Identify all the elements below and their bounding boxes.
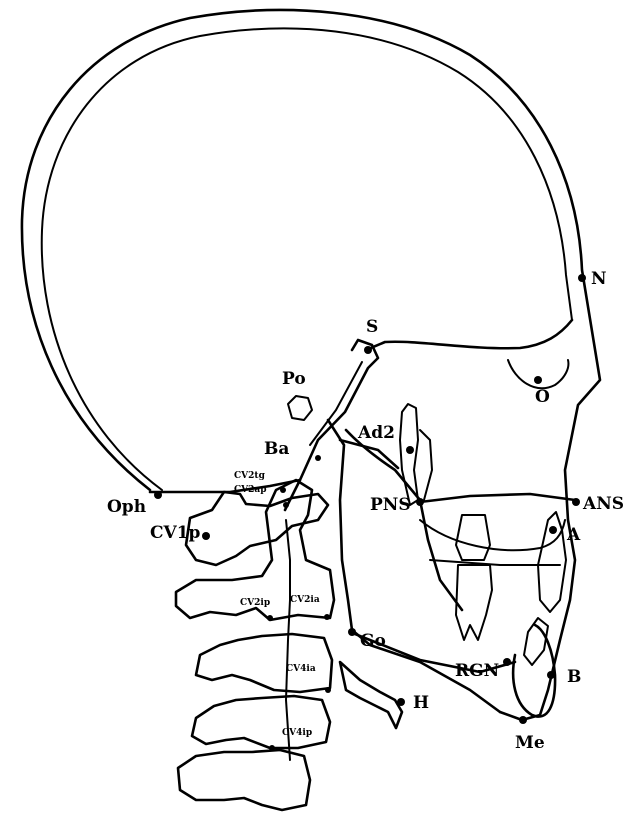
pharyngeal-wall bbox=[286, 520, 290, 760]
landmark-cv4ia-label: CV4ia bbox=[286, 664, 316, 674]
landmark-me-label: Me bbox=[515, 733, 545, 753]
landmark-cv4ip-label: CV4ip bbox=[282, 728, 312, 738]
landmark-cv2ap-label: CV2ap bbox=[234, 485, 267, 495]
cervical-c4 bbox=[192, 696, 330, 748]
landmark-cv4ia-dot bbox=[325, 687, 331, 693]
landmark-n-label: N bbox=[591, 269, 607, 289]
cranial-vault-inner bbox=[42, 28, 572, 490]
pterygoid-plate bbox=[420, 430, 432, 500]
atlas-c1 bbox=[186, 492, 328, 565]
landmark-a-label: A bbox=[566, 525, 581, 545]
landmark-oph-label: Oph bbox=[107, 497, 146, 517]
hyoid bbox=[340, 662, 402, 728]
landmark-s-label: S bbox=[366, 317, 378, 337]
mandible-inner bbox=[340, 440, 398, 468]
landmark-cv2tg-label: CV2tg bbox=[234, 471, 266, 481]
landmark-b-dot bbox=[547, 671, 555, 679]
cervical-c3 bbox=[196, 634, 332, 692]
landmark-pns-label: PNS bbox=[370, 495, 411, 515]
ramus-anterior bbox=[346, 430, 462, 610]
symphysis bbox=[513, 625, 555, 717]
landmark-cv2tg-dot bbox=[280, 487, 286, 493]
landmark-ba-label: Ba bbox=[264, 439, 289, 459]
landmark-rgn-dot bbox=[503, 658, 511, 666]
upper-molar bbox=[456, 515, 490, 560]
landmark-cv1p-label: CV1p bbox=[150, 523, 201, 543]
landmark-h-dot bbox=[397, 698, 405, 706]
landmark-cv1p-dot bbox=[202, 532, 210, 540]
lower-molar bbox=[456, 565, 492, 640]
landmark-ad2-label: Ad2 bbox=[357, 423, 395, 443]
landmark-oph-dot bbox=[154, 491, 162, 499]
landmark-cv2ip-label: CV2ip bbox=[240, 598, 270, 608]
porion-outline bbox=[288, 396, 312, 420]
landmark-o-dot bbox=[534, 376, 542, 384]
landmark-ba-dot bbox=[315, 455, 321, 461]
landmark-go-dot bbox=[348, 628, 356, 636]
pterygomaxillary-fissure bbox=[400, 404, 418, 505]
landmark-rgn-label: RGN bbox=[455, 661, 499, 681]
landmark-s-dot bbox=[364, 346, 372, 354]
landmark-n-dot bbox=[578, 274, 586, 282]
landmark-cv4ip-dot bbox=[269, 745, 275, 751]
landmark-o-label: O bbox=[535, 387, 550, 407]
landmark-ans-dot bbox=[572, 498, 580, 506]
palatal-plane bbox=[420, 494, 575, 502]
landmark-a-dot bbox=[549, 526, 557, 534]
frontal-nasal-contour bbox=[366, 320, 572, 350]
landmark-me-dot bbox=[519, 716, 527, 724]
landmark-cv2ia-dot bbox=[324, 614, 330, 620]
landmark-b-label: B bbox=[567, 667, 581, 687]
occlusal-plane bbox=[430, 560, 560, 565]
landmark-cv2ip-dot bbox=[267, 615, 273, 621]
landmark-cv2ia-label: CV2ia bbox=[290, 595, 320, 605]
cranial-vault-outer bbox=[22, 10, 600, 720]
landmark-cv2ap-dot bbox=[283, 502, 289, 508]
landmark-ans-label: ANS bbox=[582, 494, 624, 514]
landmark-po-label: Po bbox=[282, 369, 306, 389]
landmark-pns-dot bbox=[416, 498, 424, 506]
landmark-h-label: H bbox=[413, 693, 429, 713]
landmark-go-label: Go bbox=[360, 631, 386, 651]
landmark-ad2-dot bbox=[406, 446, 414, 454]
